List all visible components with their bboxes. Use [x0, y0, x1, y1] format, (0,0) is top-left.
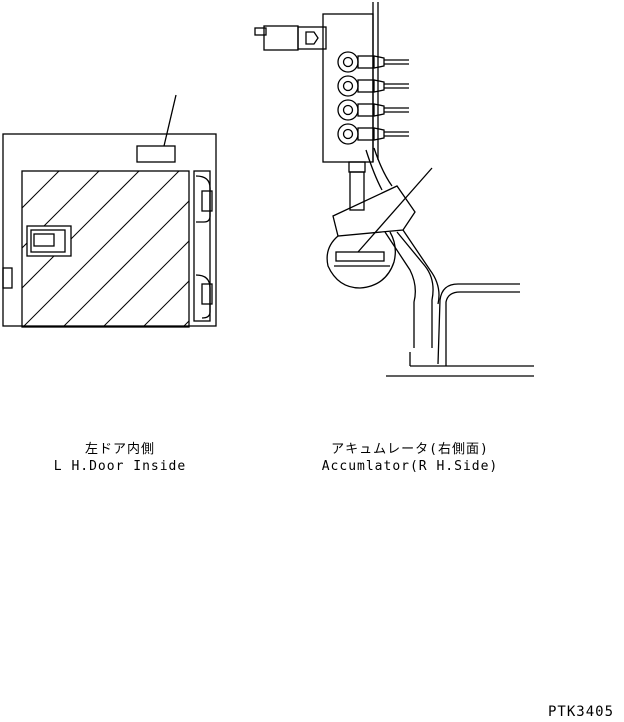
bracket-arm-outer [396, 231, 434, 348]
return-hose-outer [373, 147, 393, 187]
hose-fitting [263, 25, 299, 51]
door-caption-english: L H.Door Inside [53, 459, 187, 474]
accumulator-pipe-lower [349, 171, 365, 211]
bracket-arm-inner [384, 231, 416, 348]
door-hinge-channel [193, 170, 211, 322]
accumulator-pipe [348, 161, 366, 173]
accumulator-label-plate [335, 251, 385, 262]
door-trim-area [21, 170, 190, 328]
door-hinge-upper-block [201, 190, 213, 212]
accumulator-caption-japanese: アキュムレータ(右側面) [331, 442, 489, 457]
accumulator-label-leader [357, 167, 433, 253]
accumulator-view [254, 2, 534, 377]
drawing-reference-code: PTK3405 [548, 704, 615, 720]
solenoid-valve [337, 123, 409, 145]
door-handle-inner [30, 229, 66, 253]
solenoid-valve [337, 99, 409, 121]
hose-end-cap [254, 27, 267, 36]
accumulator-clamp [332, 185, 416, 237]
door-label-leader [163, 94, 177, 147]
accumulator-caption-english: Accumlator(R H.Side) [321, 459, 499, 474]
return-hose [365, 149, 383, 191]
bracket-arm-back [402, 229, 440, 305]
solenoid-valve [337, 51, 409, 73]
solenoid-valve [337, 75, 409, 97]
door-left-tab [2, 267, 13, 289]
accumulator-sphere [326, 231, 396, 289]
door-label-plate [136, 145, 176, 163]
door-handle-lever [33, 233, 55, 247]
door-trim-hatching [22, 171, 189, 327]
hose-nut-detail [305, 31, 319, 45]
door-hinge-lower [195, 274, 211, 319]
door-hinge-upper [195, 175, 211, 223]
support-hose-inner [445, 291, 520, 366]
support-hose [437, 283, 520, 365]
hose-nut [297, 26, 327, 50]
door-hinge-lower-block [201, 283, 213, 305]
door-caption-japanese: 左ドア内側 [84, 442, 155, 457]
door-panel-outline [2, 133, 217, 327]
door-inside-view [2, 94, 217, 328]
